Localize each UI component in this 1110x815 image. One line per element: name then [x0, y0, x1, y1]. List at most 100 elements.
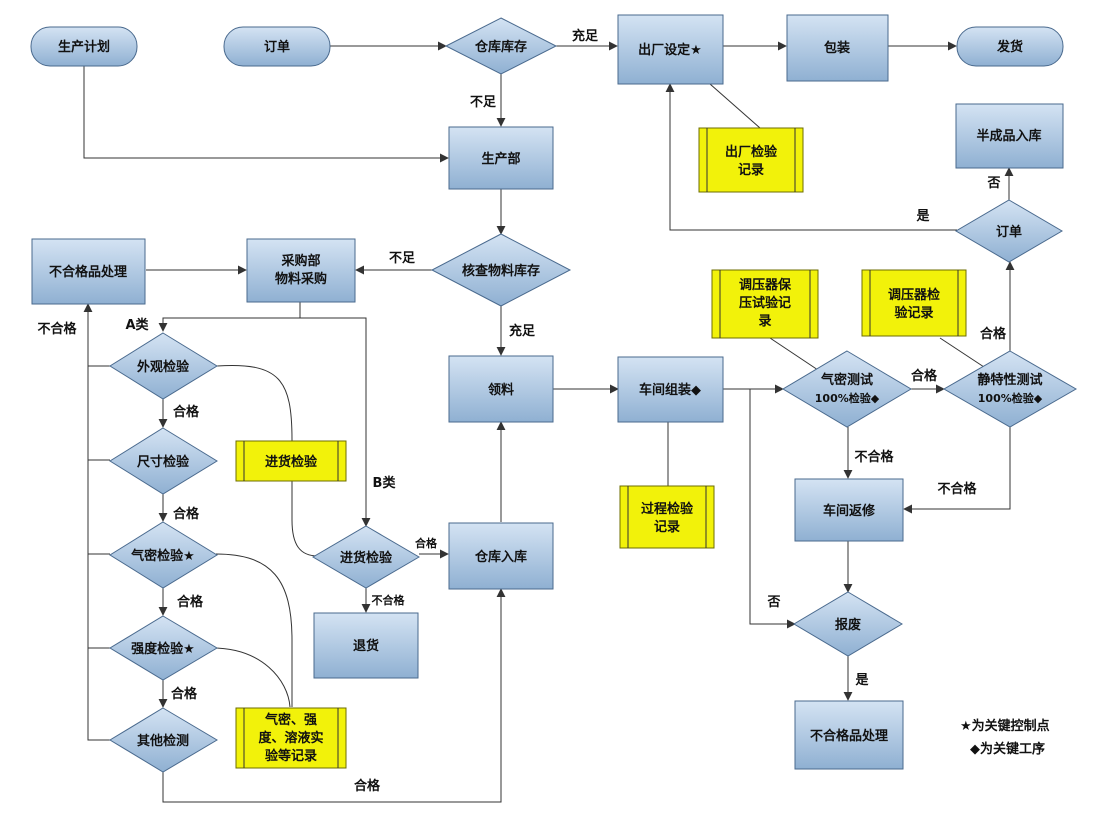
edge-label-qualified-static: 合格: [980, 326, 1007, 342]
svg-text:外观检验: 外观检验: [136, 359, 190, 375]
edge-label-no-scrap: 否: [766, 595, 780, 610]
node-purchasing: 采购部 物料采购: [246, 238, 356, 303]
node-workshop-assembly: 车间组装◆: [617, 356, 724, 423]
doc-test-records: 气密、强 度、溶液实 验等记录: [235, 707, 347, 769]
svg-text:采购部: 采购部: [280, 253, 320, 269]
node-airtight-test: 气密测试 100%检验◆: [782, 350, 912, 428]
svg-text:其他检测: 其他检测: [137, 733, 189, 749]
svg-text:验等记录: 验等记录: [265, 748, 317, 764]
svg-text:订单: 订单: [264, 39, 290, 55]
svg-text:包装: 包装: [824, 40, 850, 56]
svg-text:记录: 记录: [738, 163, 764, 178]
edge-labels: 充足 不足 否 是 不足 不合格 A类 充足 合格 合格 合格 B类 不合格 不…: [37, 28, 1007, 794]
edge-label-qualified-4: 合格: [171, 686, 198, 702]
node-production-dept: 生产部: [448, 126, 554, 190]
doc-regulator-inspection-record: 调压器检 验记录: [861, 269, 967, 337]
svg-text:生产部: 生产部: [481, 151, 520, 167]
svg-text:尺寸检验: 尺寸检验: [137, 454, 190, 470]
edge-label-insufficient-top: 不足: [470, 95, 497, 110]
node-order-right: 订单: [955, 199, 1063, 263]
svg-text:100%检验◆: 100%检验◆: [978, 391, 1043, 405]
svg-text:录: 录: [758, 314, 771, 329]
svg-text:静特性测试: 静特性测试: [977, 372, 1042, 388]
node-order-top: 订单: [223, 26, 331, 67]
svg-text:生产计划: 生产计划: [58, 39, 110, 55]
edge-label-class-a: A类: [125, 317, 149, 333]
svg-text:报废: 报废: [835, 617, 861, 633]
svg-text:调压器检: 调压器检: [888, 287, 940, 303]
svg-text:记录: 记录: [654, 520, 680, 535]
node-factory-setting: 出厂设定★: [617, 14, 724, 85]
legend-star: ★为关键控制点: [960, 718, 1050, 734]
svg-text:气密、强: 气密、强: [265, 712, 317, 728]
doc-incoming-inspection: 进货检验: [235, 440, 347, 482]
node-nonconforming-top: 不合格品处理: [31, 238, 146, 305]
edge-label-qualified-1: 合格: [173, 404, 200, 420]
node-airtight-check: 气密检验★: [109, 521, 218, 589]
edge-label-unqualified-static: 不合格: [937, 481, 977, 497]
node-scrap: 报废: [793, 591, 903, 657]
legend-diamond: ◆为关键工序: [970, 741, 1045, 757]
edge-label-no-top: 否: [986, 176, 1000, 191]
doc-regulator-pressure-record: 调压器保 压试验记 录: [711, 269, 819, 339]
node-warehouse-storage: 仓库入库: [448, 522, 554, 590]
svg-text:调压器保: 调压器保: [739, 277, 792, 293]
edge-label-qualified-air: 合格: [911, 368, 938, 384]
node-warehouse-stock: 仓库库存: [444, 17, 558, 75]
svg-text:订单: 订单: [996, 224, 1022, 240]
svg-text:不合格品处理: 不合格品处理: [810, 728, 888, 744]
edge-label-unqualified-incoming: 不合格: [372, 593, 406, 607]
svg-text:过程检验: 过程检验: [641, 501, 694, 517]
edge-label-qualified-2: 合格: [173, 506, 200, 522]
doc-process-inspection-record: 过程检验 记录: [619, 485, 715, 549]
node-shipping: 发货: [956, 26, 1064, 67]
svg-text:发货: 发货: [996, 39, 1023, 55]
node-production-plan: 生产计划: [30, 26, 138, 67]
node-static-test: 静特性测试 100%检验◆: [942, 350, 1078, 428]
edge-label-qualified-bottom: 合格: [354, 778, 381, 794]
node-workshop-rework: 车间返修: [794, 478, 904, 542]
edge-label-yes-scrap: 是: [854, 673, 869, 688]
svg-text:度、溶液实: 度、溶液实: [258, 730, 323, 746]
node-size-check: 尺寸检验: [109, 427, 218, 495]
svg-text:车间返修: 车间返修: [823, 503, 876, 519]
svg-text:验记录: 验记录: [894, 305, 933, 321]
legend: ★为关键控制点 ◆为关键工序: [960, 718, 1050, 757]
svg-text:强度检验★: 强度检验★: [131, 641, 195, 657]
svg-text:进货检验: 进货检验: [340, 550, 393, 566]
svg-text:进货检验: 进货检验: [265, 454, 318, 470]
edge-label-sufficient-top: 充足: [572, 28, 599, 44]
edge-label-class-b: B类: [373, 475, 397, 491]
svg-text:物料采购: 物料采购: [275, 271, 327, 287]
edge-label-sufficient-mid: 充足: [509, 323, 536, 339]
svg-text:领料: 领料: [488, 382, 514, 398]
svg-text:出厂检验: 出厂检验: [725, 144, 778, 160]
node-other-check: 其他检测: [109, 707, 218, 773]
node-packaging: 包装: [786, 14, 889, 82]
edge-label-unqualified-rework: 不合格: [854, 449, 894, 465]
edge-label-insufficient-mid: 不足: [389, 251, 416, 266]
node-semi-finished-storage: 半成品入库: [955, 103, 1064, 169]
node-appearance-check: 外观检验: [109, 332, 218, 400]
node-return-goods: 退货: [313, 612, 419, 679]
svg-text:仓库入库: 仓库入库: [474, 549, 527, 565]
svg-text:退货: 退货: [353, 638, 379, 654]
svg-text:不合格品处理: 不合格品处理: [49, 264, 127, 280]
node-incoming-inspection: 进货检验: [312, 525, 420, 589]
svg-text:压试验记: 压试验记: [739, 295, 791, 311]
svg-text:核查物料库存: 核查物料库存: [462, 263, 540, 279]
node-check-material-stock: 核查物料库存: [430, 233, 572, 307]
svg-text:半成品入库: 半成品入库: [976, 128, 1041, 144]
svg-text:车间组装◆: 车间组装◆: [639, 382, 701, 398]
node-strength-check: 强度检验★: [109, 615, 218, 681]
node-picking: 领料: [448, 355, 554, 423]
edge-label-qualified-incoming: 合格: [415, 536, 438, 550]
connectors: [84, 41, 1015, 803]
edge-label-qualified-3: 合格: [177, 594, 204, 610]
doc-factory-inspection-record: 出厂检验 记录: [698, 127, 804, 193]
node-nonconforming-bottom: 不合格品处理: [794, 700, 904, 770]
svg-text:仓库库存: 仓库库存: [474, 39, 527, 55]
svg-text:气密测试: 气密测试: [821, 372, 873, 388]
edge-label-yes-top: 是: [915, 209, 930, 224]
